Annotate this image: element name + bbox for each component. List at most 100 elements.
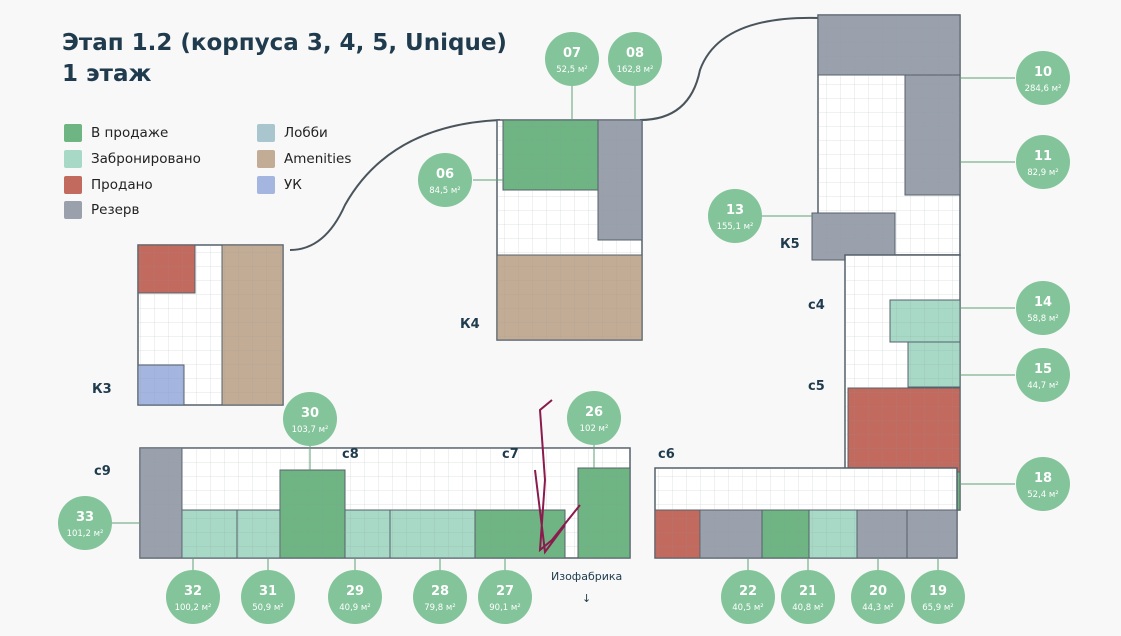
unit-bubble-circle[interactable] (1016, 457, 1070, 511)
legend-label-sold: Продано (91, 177, 153, 193)
unit-bubble-circle[interactable] (545, 32, 599, 86)
unit-bubble-circle[interactable] (418, 153, 472, 207)
unit-bubble-circle[interactable] (781, 570, 835, 624)
unit-bubble-circle[interactable] (851, 570, 905, 624)
hand-drawn-arrow (534, 399, 581, 555)
unit-number: 14 (1034, 295, 1052, 310)
unit-number: 10 (1034, 65, 1052, 80)
unit-number: 26 (585, 405, 603, 420)
unit-bubble-15[interactable]: 15 44,7 м² (1016, 348, 1070, 402)
unit-bubble-27[interactable]: 27 90,1 м² (478, 570, 532, 624)
unit-bubble-circle[interactable] (478, 570, 532, 624)
unit-bubble-14[interactable]: 14 58,8 м² (1016, 281, 1070, 335)
unit-bubble-circle[interactable] (1016, 348, 1070, 402)
unit-bubble-26[interactable]: 26 102 м² (567, 391, 621, 445)
unit-bubble-22[interactable]: 22 40,5 м² (721, 570, 775, 624)
unit-number: 20 (869, 584, 887, 599)
south-wing-west-interior (140, 448, 630, 558)
legend-swatch-uk (257, 176, 275, 194)
unit-bubble-circle[interactable] (608, 32, 662, 86)
unit-area: 82,9 м² (1027, 168, 1058, 178)
unit-area: 44,7 м² (1027, 381, 1058, 391)
legend-label-reserve: Резерв (91, 202, 140, 218)
legend-swatch-booked (64, 150, 82, 168)
unit-bubble-circle[interactable] (241, 570, 295, 624)
k4-interior (497, 120, 642, 340)
label-c6: с6 (658, 447, 675, 462)
unit-number: 29 (346, 584, 364, 599)
k5-interior (818, 15, 960, 255)
unit-area: 84,5 м² (429, 186, 460, 196)
legend-label-booked: Забронировано (91, 151, 201, 167)
unit-area: 58,8 м² (1027, 314, 1058, 324)
unit-bubble-circle[interactable] (708, 189, 762, 243)
unit-area: 90,1 м² (489, 603, 520, 613)
unit-area: 162,8 м² (617, 65, 654, 75)
south-wing (139, 447, 958, 559)
unit-area: 101,2 м² (67, 529, 104, 539)
south-wing-east-interior (655, 468, 957, 558)
unit-number: 15 (1034, 362, 1052, 377)
label-c7: с7 (502, 447, 519, 462)
connector-k3-k4 (289, 119, 501, 251)
legend-sale: В продаже (64, 124, 168, 142)
unit-bubble-circle[interactable] (1016, 281, 1070, 335)
unit-area: 40,8 м² (792, 603, 823, 613)
unit-area: 79,8 м² (424, 603, 455, 613)
unit-number: 22 (739, 584, 757, 599)
page-title: Этап 1.2 (корпуса 3, 4, 5, Unique) 1 эта… (62, 28, 507, 90)
unit-area: 102 м² (580, 424, 609, 434)
label-k4: К4 (460, 317, 480, 332)
k3-interior (138, 245, 283, 405)
legend-amenities: Amenities (257, 150, 351, 168)
legend-sold: Продано (64, 176, 153, 194)
unit-number: 31 (259, 584, 277, 599)
unit-bubble-19[interactable]: 19 65,9 м² (911, 570, 965, 624)
legend-label-sale: В продаже (91, 125, 169, 141)
unit-bubble-circle[interactable] (328, 570, 382, 624)
unit-number: 06 (436, 167, 454, 182)
unit-area: 103,7 м² (292, 425, 329, 435)
label-c8: с8 (342, 447, 359, 462)
unit-bubble-circle[interactable] (1016, 135, 1070, 189)
unit-bubble-20[interactable]: 20 44,3 м² (851, 570, 905, 624)
legend-uk: УК (257, 176, 302, 194)
unit-area: 44,3 м² (862, 603, 893, 613)
legend-label-lobby: Лобби (284, 125, 328, 141)
unit-bubble-circle[interactable] (58, 496, 112, 550)
legend-swatch-amenities (257, 150, 275, 168)
unit-number: 27 (496, 584, 514, 599)
legend-lobby: Лобби (257, 124, 328, 142)
unit-bubble-circle[interactable] (413, 570, 467, 624)
label-c5: с5 (808, 379, 825, 394)
building-k4 (496, 119, 643, 341)
unit-bubble-circle[interactable] (721, 570, 775, 624)
legend-swatch-sale (64, 124, 82, 142)
unit-bubble-circle[interactable] (166, 570, 220, 624)
legend-label-uk: УК (284, 177, 302, 193)
building-k3 (137, 244, 284, 406)
unit-bubble-circle[interactable] (283, 392, 337, 446)
unit-bubble-circle[interactable] (567, 391, 621, 445)
unit-bubble-circle[interactable] (1016, 51, 1070, 105)
unit-area: 155,1 м² (717, 222, 754, 232)
unit-bubble-06[interactable]: 06 84,5 м² (418, 153, 472, 207)
unit-area: 65,9 м² (922, 603, 953, 613)
unit-area: 40,5 м² (732, 603, 763, 613)
unit-number: 19 (929, 584, 947, 599)
unit-bubble-circle[interactable] (911, 570, 965, 624)
